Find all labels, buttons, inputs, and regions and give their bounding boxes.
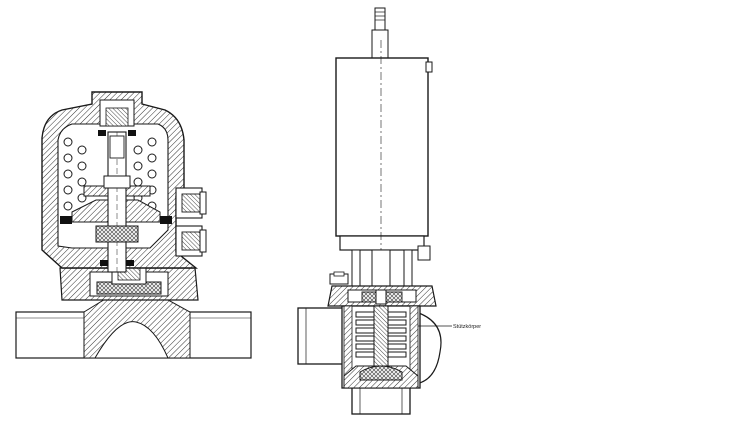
right-top-spindle xyxy=(371,7,389,61)
right-valve-section: Stützkörper xyxy=(297,7,481,415)
right-callout: Stützkörper xyxy=(418,324,481,330)
right-clamp-housing xyxy=(327,285,437,307)
left-seals xyxy=(60,130,172,266)
left-bonnet xyxy=(59,265,199,301)
left-air-ports xyxy=(175,187,207,257)
right-bellows xyxy=(355,305,407,367)
right-actuator-cylinder xyxy=(335,40,433,400)
left-pipe-body xyxy=(15,289,252,359)
left-piston-stem xyxy=(71,131,161,273)
left-valve-section xyxy=(15,91,252,359)
right-lantern xyxy=(329,245,431,291)
callout-label-stutzkorper: Stützkörper xyxy=(453,324,481,330)
